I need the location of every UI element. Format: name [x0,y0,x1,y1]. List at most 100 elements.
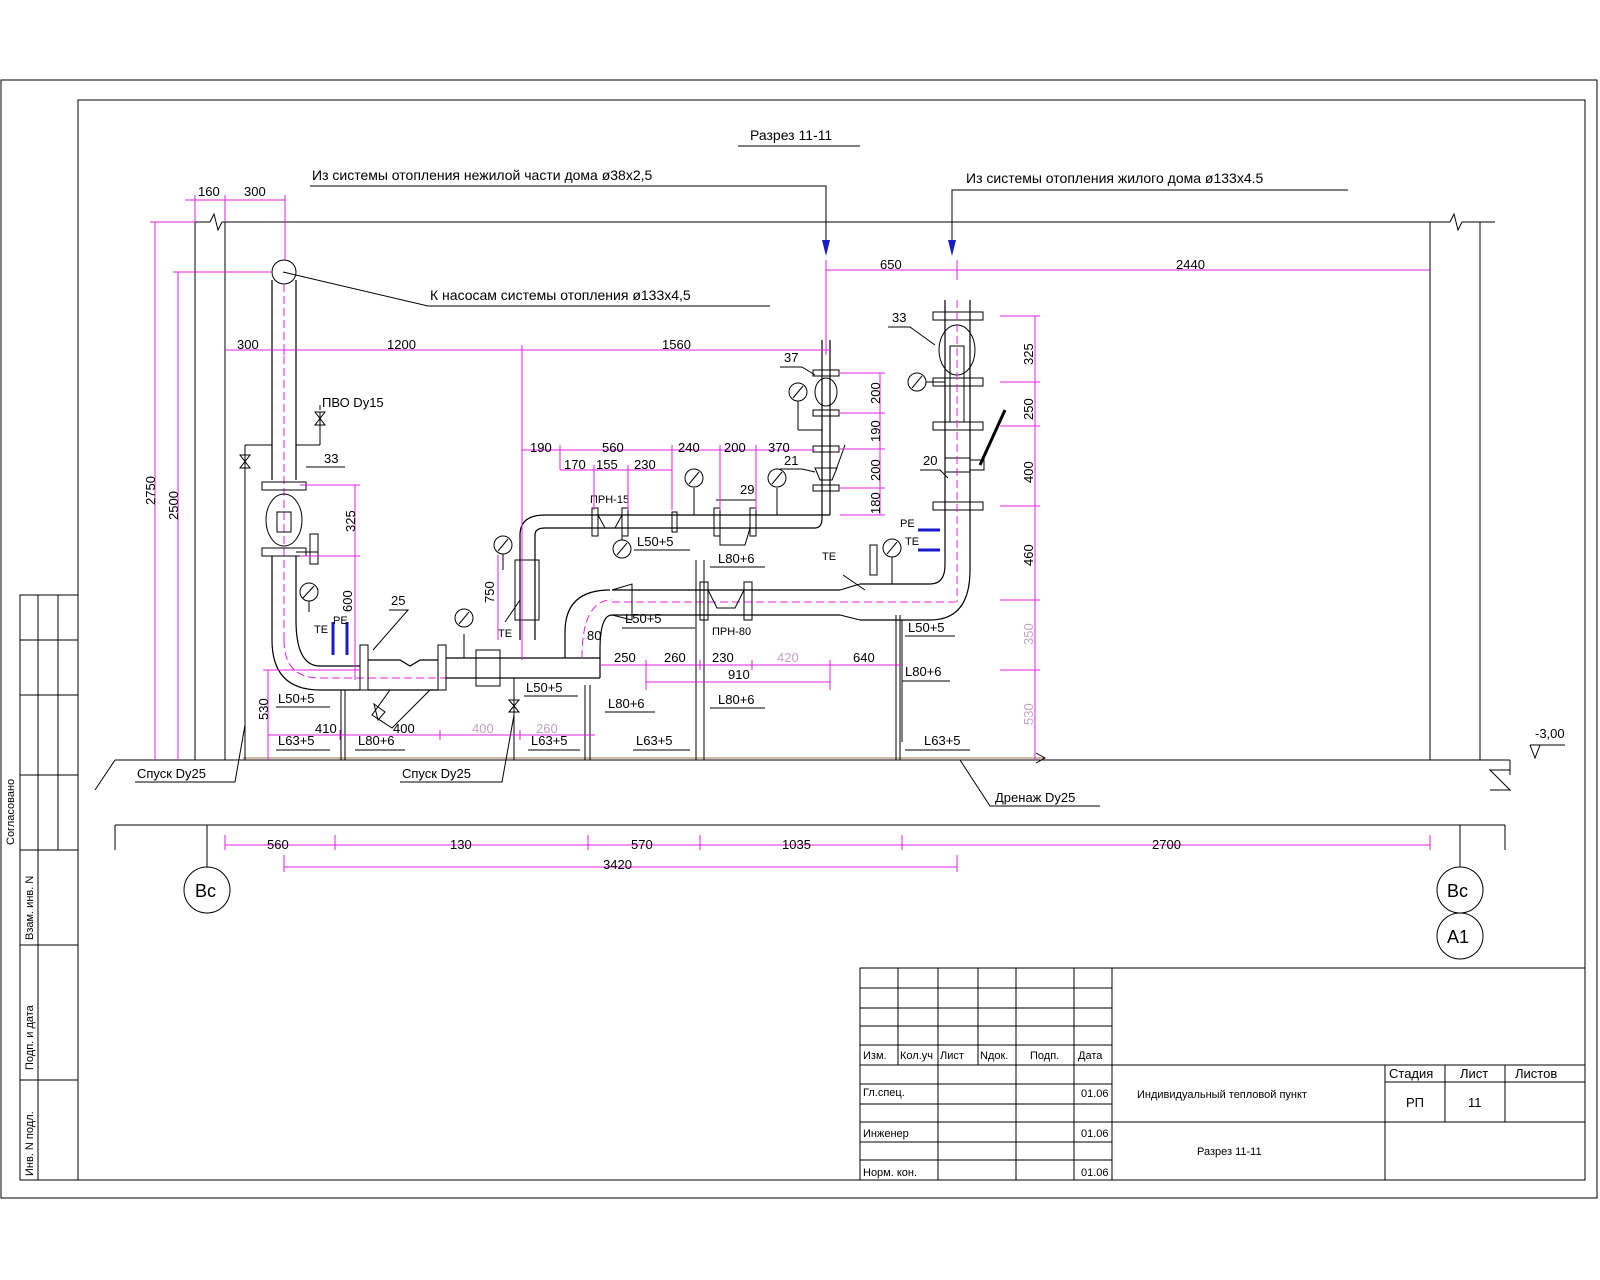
dim: 1035 [782,837,811,852]
l50-2: L50+5 [526,680,563,695]
prn15-branch [493,468,831,640]
dim: 200 [868,459,883,481]
dim: 325 [343,510,358,532]
axis-bc-left [183,866,231,914]
dim: 400 [1021,461,1036,483]
left-riser [238,259,600,760]
dim: 560 [602,440,624,455]
dim: 200 [868,382,883,404]
pe-left: PE [333,615,348,627]
mark-33-left: 33 [324,451,338,466]
pe-right: PE [900,518,915,530]
tb-h-list: Лист [940,1050,964,1062]
dim: 300 [237,337,259,352]
l80-2: L80+6 [608,696,645,711]
prn80-label: ПРН-80 [712,626,751,638]
dim: 530 [1021,703,1036,725]
stamp-inv: Инв. N подл. [24,1111,36,1176]
te-right: TE [822,551,836,563]
dim: 300 [244,184,266,199]
l50-3: L50+5 [637,534,674,549]
tb-sheet-title: Разрез 11-11 [1197,1146,1262,1158]
dim: 190 [868,420,883,442]
dim: 180 [868,492,883,514]
dim: 260 [664,650,686,665]
dim: 250 [1021,398,1036,420]
dim: 240 [678,440,700,455]
l80-4: L80+6 [718,692,755,707]
tb-h-izm: Изм. [863,1050,887,1062]
axis-markers: Вс Вс A1 [183,825,1484,960]
l50-4: L50+5 [625,611,662,626]
dim: 460 [1021,544,1036,566]
dim: 230 [634,457,656,472]
dim: 530 [256,698,271,720]
dim: 640 [853,650,875,665]
dim: 2440 [1176,257,1205,272]
title-block [859,967,1586,1181]
walls [94,212,1512,850]
dim: 2750 [143,476,158,505]
dim: 250 [614,650,636,665]
drain-3: Дренаж Dy25 [995,790,1075,805]
dim: 230 [712,650,734,665]
te-left: TE [314,624,328,636]
l50-1: L50+5 [278,691,315,706]
tb-role-1: Гл.спец. [863,1087,905,1099]
callout-to-pumps: К насосам системы отопления ø133x4,5 [430,287,691,303]
dim: 170 [564,457,586,472]
dim: 400 [393,721,415,736]
riser-37 [788,340,846,505]
tb-stage-h: Стадия [1389,1066,1433,1081]
l80-1: L80+6 [358,733,395,748]
stamp-vzam: Взам. инв. N [24,876,36,940]
bottom-main [359,589,613,760]
tb-sheets-h: Листов [1515,1066,1557,1081]
l80-5: L80+6 [905,664,942,679]
mark-21: 21 [784,453,798,468]
dim: 370 [768,440,790,455]
tb-role-2: Инженер [863,1128,909,1140]
dim: 3420 [603,857,632,872]
tb-h-ndok: Nдок. [980,1050,1008,1062]
l63-3: L63+5 [636,733,673,748]
side-stamp: Согласовано Взам. инв. N Подп. и дата Ин… [5,594,79,1181]
dim: 1560 [662,337,691,352]
tb-h-kol: Кол.уч [900,1050,933,1062]
dim: 600 [340,590,355,612]
dim: 260 [536,721,558,736]
dim: 750 [482,581,497,603]
te-mid: TE [498,628,512,640]
outer-frame [0,79,1598,1199]
tb-stage: РП [1406,1095,1424,1110]
supports [340,615,901,760]
tb-date-3: 01.06 [1081,1167,1109,1179]
pvo-label: ПВО Dy15 [322,395,384,410]
dim: 200 [724,440,746,455]
tb-date-2: 01.06 [1081,1128,1109,1140]
dim: 155 [596,457,618,472]
dim: 560 [267,837,289,852]
axis-a1 [1436,912,1484,960]
tb-date-1: 01.06 [1081,1088,1109,1100]
axis-bc-left-label: Вс [195,881,216,901]
tb-sheet: 11 [1468,1095,1482,1110]
dimension-texts: 160 300 2750 2500 300 1200 1560 650 2440… [143,184,1205,872]
l63-2: L63+5 [531,733,568,748]
stamp-podp: Подп. и дата [24,1004,36,1070]
dim: 130 [450,837,472,852]
page-title: Разрез 11-11 [750,127,832,143]
l50-5: L50+5 [908,620,945,635]
d80-label: 80 [587,628,601,643]
drain-1: Спуск Dy25 [137,766,206,781]
dim: 190 [530,440,552,455]
prn15-label: ПРН-15 [590,494,629,506]
mark-33-right: 33 [892,310,906,325]
stamp-soglasovano: Согласовано [5,779,17,845]
dim: 2700 [1152,837,1181,852]
tb-sheet-h: Лист [1460,1066,1488,1081]
inner-frame [77,99,1586,1181]
axis-bc-right-label: Вс [1447,881,1468,901]
dim: 350 [1021,623,1036,645]
